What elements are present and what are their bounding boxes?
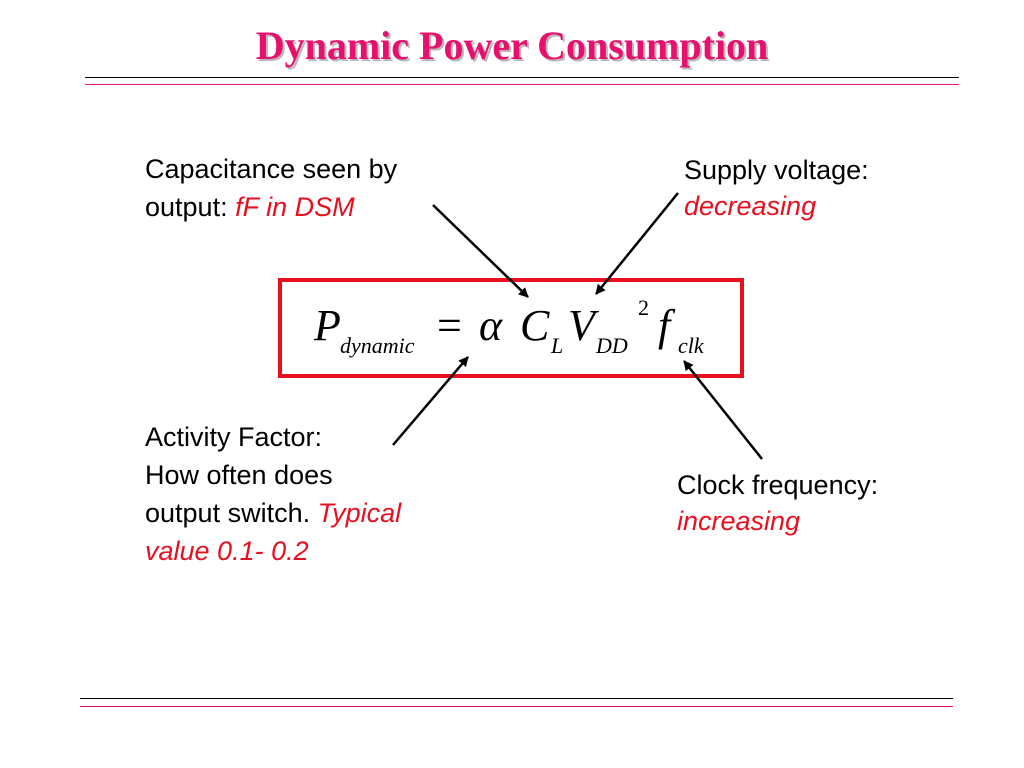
top-divider-black xyxy=(85,77,959,78)
supply-voltage-label: Supply voltage: xyxy=(684,155,869,185)
clock-frequency-annotation: Clock frequency: increasing xyxy=(677,467,878,539)
supply-voltage-annotation: Supply voltage: decreasing xyxy=(684,152,869,224)
formula-power-symbol: P xyxy=(314,301,341,350)
activity-line1: Activity Factor: xyxy=(145,422,323,452)
formula-exponent: 2 xyxy=(638,295,649,320)
clock-frequency-label: Clock frequency: xyxy=(677,470,879,500)
bottom-divider-black xyxy=(80,698,953,699)
supply-voltage-highlight: decreasing xyxy=(684,191,817,221)
top-divider-pink xyxy=(85,84,959,85)
activity-highlight-typical: Typical xyxy=(317,498,402,528)
arrow-clock-frequency xyxy=(683,360,763,460)
capacitance-line1: Capacitance seen by xyxy=(145,154,398,184)
bottom-divider-pink xyxy=(80,706,953,707)
formula-frequency-symbol: f xyxy=(658,301,671,350)
activity-line2: How often does xyxy=(145,460,333,490)
formula-sub-clk: clk xyxy=(678,333,704,358)
activity-prefix: output switch. xyxy=(145,498,318,528)
activity-line3: output switch. Typical xyxy=(145,494,401,532)
formula-sub-L: L xyxy=(551,333,564,358)
capacitance-annotation: Capacitance seen by output: fF in DSM xyxy=(145,150,397,226)
capacitance-prefix: output: xyxy=(145,192,236,222)
slide-title: Dynamic Power Consumption xyxy=(255,23,769,68)
activity-highlight-value: value 0.1- 0.2 xyxy=(145,536,309,566)
formula-voltage-symbol: V xyxy=(568,301,595,350)
formula-capacitance-symbol: C xyxy=(520,301,550,350)
activity-factor-annotation: Activity Factor: How often does output s… xyxy=(145,418,401,570)
capacitance-highlight: fF in DSM xyxy=(235,192,355,222)
formula-equals: = xyxy=(437,301,462,350)
capacitance-line2: output: fF in DSM xyxy=(145,188,397,226)
arrow-supply-voltage xyxy=(595,192,679,295)
formula-sub-dynamic: dynamic xyxy=(340,333,415,358)
arrow-activity-factor xyxy=(392,356,469,446)
formula-alpha: α xyxy=(479,301,503,350)
formula-sub-DD: DD xyxy=(596,333,628,358)
clock-frequency-highlight: increasing xyxy=(677,506,801,536)
arrow-capacitance xyxy=(432,204,529,298)
